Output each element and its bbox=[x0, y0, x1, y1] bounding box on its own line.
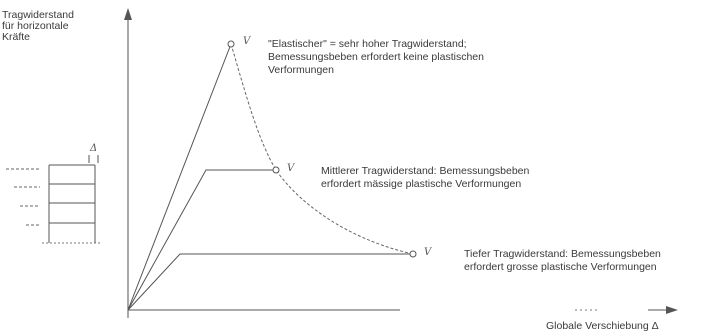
annotation-medium-line-1: Mittlerer Tragwiderstand: Bemessungsbebe… bbox=[321, 165, 530, 177]
y-axis-arrow bbox=[124, 8, 132, 20]
annotation-medium: Mittlerer Tragwiderstand: Bemessungsbebe… bbox=[321, 165, 529, 191]
x-axis-arrow bbox=[666, 306, 678, 314]
curve-medium bbox=[127, 169, 276, 311]
annotation-elastic-line-1: "Elastischer" = sehr hoher Tragwiderstan… bbox=[268, 38, 467, 50]
annotation-low-line-1: Tiefer Tragwiderstand: Bemessungsbeben bbox=[464, 248, 661, 260]
building-sketch bbox=[6, 155, 102, 244]
annotation-elastic: "Elastischer" = sehr hoher Tragwiderstan… bbox=[268, 38, 484, 77]
y-axis-label-line-3: Kräfte bbox=[2, 31, 31, 43]
y-axis-label-line-2: für horizontale bbox=[2, 20, 69, 32]
annotation-low-line-2: erfordert grosse plastische Verformungen bbox=[464, 261, 657, 273]
curve-elastic bbox=[127, 43, 232, 311]
y-axis-label-line-1: Tragwiderstand bbox=[2, 9, 74, 21]
x-axis-label: Globale Verschiebung Δ bbox=[546, 320, 659, 332]
point-elastic bbox=[227, 40, 235, 48]
annotation-elastic-line-3: Verformungen bbox=[268, 64, 334, 76]
annotation-medium-line-2: erfordert mässige plastische Verformunge… bbox=[321, 178, 522, 190]
symbol-elastic: V bbox=[243, 36, 251, 47]
symbol-medium: V bbox=[287, 163, 295, 174]
building-displacement-symbol: Δ bbox=[90, 143, 98, 154]
point-medium bbox=[272, 166, 280, 174]
y-axis-label: Tragwiderstand für horizontale Kräfte bbox=[2, 10, 74, 43]
annotation-low: Tiefer Tragwiderstand: Bemessungsbeben e… bbox=[464, 248, 661, 274]
annotation-elastic-line-2: Bemessungsbeben erfordert keine plastisc… bbox=[268, 51, 484, 63]
curve-low bbox=[127, 253, 413, 311]
point-low bbox=[409, 250, 417, 258]
symbol-low: V bbox=[424, 247, 432, 258]
